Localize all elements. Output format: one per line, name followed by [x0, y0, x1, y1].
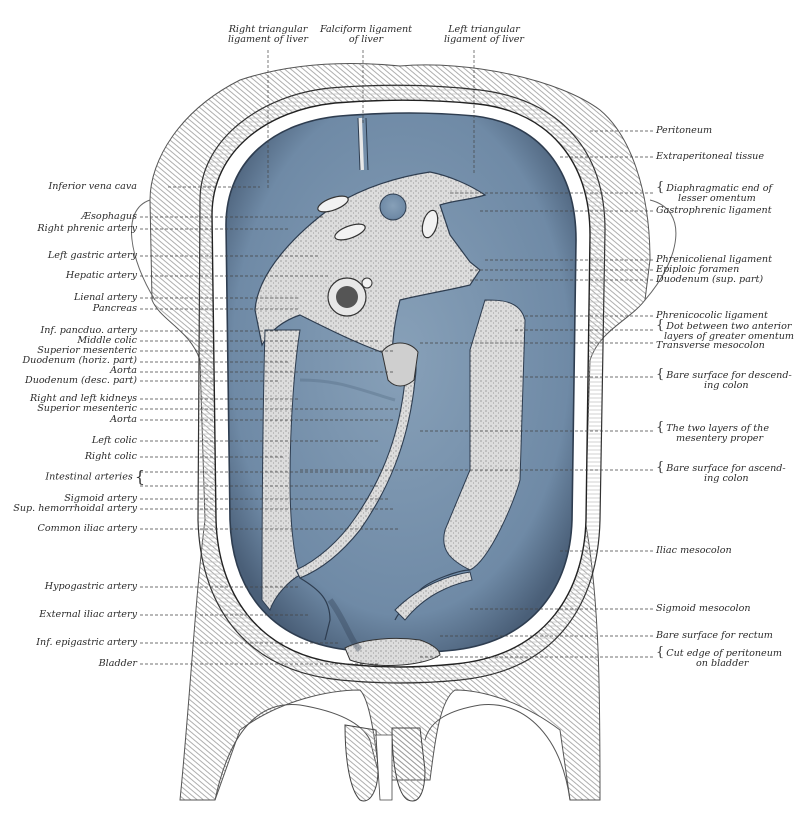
label-hypogastric-artery: Hypogastric artery [44, 581, 137, 592]
brace-icon: { [656, 318, 665, 333]
label-aorta-2: Aorta [110, 414, 137, 425]
label-hepatic-artery: Hepatic artery [65, 270, 137, 281]
label-right-colic: Right colic [84, 451, 137, 462]
brace-icon: { [656, 420, 665, 435]
label-two-layers-mesentery: {The two layers of the mesentery proper [656, 420, 770, 444]
brace-icon: { [656, 367, 665, 382]
label-inf-epigastric-artery: Inf. epigastric artery [36, 637, 137, 648]
brace-icon: { [656, 180, 665, 195]
label-superior-mesenteric-1: Superior mesenteric [37, 345, 137, 356]
label-superior-mesenteric-2: Superior mesenteric [37, 403, 137, 414]
label-diaphragmatic-end-lesser-omentum: {Diaphragmatic end of lesser omentum [656, 180, 773, 204]
label-duodenum-sup: Duodenum (sup. part) [656, 274, 764, 285]
label-extraperitoneal-tissue: Extraperitoneal tissue [656, 151, 764, 162]
label-peritoneum: Peritoneum [656, 125, 713, 136]
label-duodenum-horiz: Duodenum (horiz. part) [22, 355, 137, 366]
label-aorta-1: Aorta [110, 365, 137, 376]
brace-icon: { [656, 460, 665, 475]
brace-icon: { [134, 467, 145, 486]
label-transverse-mesocolon: Transverse mesocolon [656, 340, 765, 351]
label-intestinal-arteries: Intestinal arteries{ [45, 467, 145, 486]
label-sigmoid-artery: Sigmoid artery [64, 493, 137, 504]
label-middle-colic: Middle colic [77, 335, 137, 346]
label-left-triangular-ligament: Left triangular ligament of liver [443, 24, 525, 45]
label-bare-surface-rectum: Bare surface for rectum [656, 630, 773, 641]
label-gastrophrenic-ligament: Gastrophrenic ligament [656, 205, 772, 216]
label-inferior-vena-cava: Inferior vena cava [48, 181, 137, 192]
label-pancreas: Pancreas [92, 303, 137, 314]
label-common-iliac-artery: Common iliac artery [37, 523, 137, 534]
label-inf-pancduo-artery: Inf. pancduo. artery [40, 325, 137, 336]
label-phrenicolienal-ligament: Phrenicolienal ligament [656, 254, 772, 265]
label-duodenum-desc: Duodenum (desc. part) [25, 375, 137, 386]
bladder [344, 637, 441, 666]
label-sigmoid-mesocolon: Sigmoid mesocolon [656, 603, 751, 614]
right-leader-lines [300, 130, 655, 658]
label-bare-surface-descending-colon: {Bare surface for descend- ing colon [656, 367, 792, 391]
brace-icon: { [656, 645, 665, 660]
label-falciform-ligament: Falciform ligament of liver [319, 24, 413, 45]
label-right-triangular-ligament: Right triangular ligament of liver [227, 24, 309, 45]
left-leader-lines [140, 186, 400, 665]
label-bare-surface-ascending-colon: {Bare surface for ascend- ing colon [656, 460, 786, 484]
label-sup-hemorrhoidal-artery: Sup. hemorrhoidal artery [13, 503, 137, 514]
label-bladder: Bladder [98, 658, 137, 669]
label-right-phrenic-artery: Right phrenic artery [37, 223, 137, 234]
label-esophagus: Æsophagus [81, 211, 137, 222]
top-leader-lines [267, 50, 475, 190]
label-cut-edge-peritoneum-bladder: {Cut edge of peritoneum on bladder [656, 645, 783, 669]
label-epiploic-foramen: Epiploic foramen [656, 264, 740, 275]
label-iliac-mesocolon: Iliac mesocolon [656, 545, 732, 556]
label-left-colic: Left colic [91, 435, 137, 446]
label-left-gastric-artery: Left gastric artery [47, 250, 137, 261]
label-lienal-artery: Lienal artery [74, 292, 137, 303]
label-kidneys: Right and left kidneys [29, 393, 137, 404]
label-external-iliac-artery: External iliac artery [39, 609, 137, 620]
label-phrenicocolic-ligament: Phrenicocolic ligament [656, 310, 768, 321]
label-dot-greater-omentum: {Dot between two anterior layers of grea… [656, 318, 794, 342]
